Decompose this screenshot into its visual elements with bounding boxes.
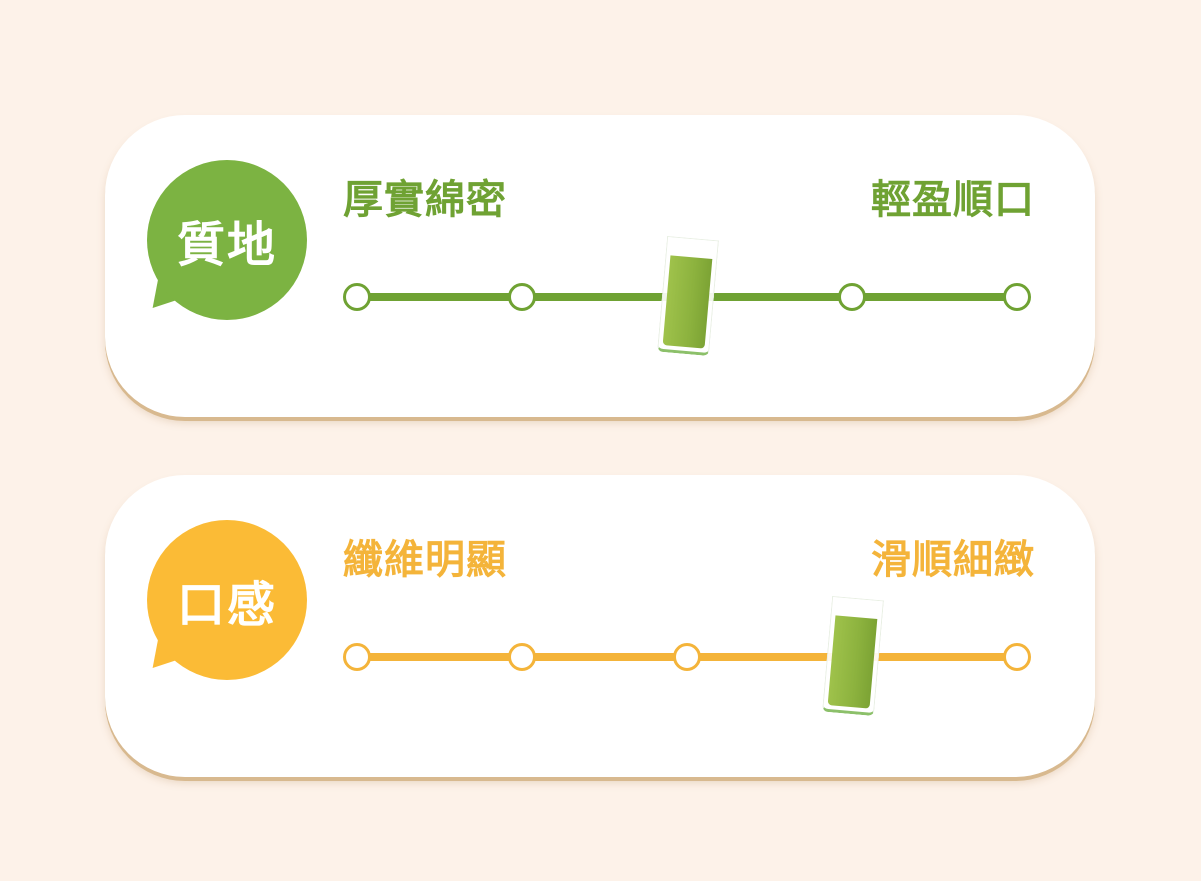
scale-card-2: 口感 纖維明顯 滑順細緻 <box>105 475 1095 777</box>
scale-title: 質地 <box>176 217 277 273</box>
scale-step-node[interactable] <box>343 283 371 311</box>
speech-bubble-title: 口感 <box>147 520 307 680</box>
scale-step-node[interactable] <box>508 643 536 671</box>
left-label: 纖維明顯 <box>343 537 507 583</box>
right-label: 滑順細緻 <box>871 537 1035 583</box>
scale-step-node[interactable] <box>1003 283 1031 311</box>
scale-slider[interactable] <box>343 235 1031 357</box>
scale-slider[interactable] <box>343 595 1031 717</box>
scale-step-node[interactable] <box>838 283 866 311</box>
juice-glass-marker[interactable] <box>822 595 884 717</box>
speech-bubble-title: 質地 <box>147 160 307 320</box>
right-label: 輕盈順口 <box>871 177 1035 223</box>
juice-glass-marker[interactable] <box>657 235 719 357</box>
scale-card-1: 質地 厚實綿密 輕盈順口 <box>105 115 1095 417</box>
juice-fill <box>662 255 713 349</box>
scale-step-node[interactable] <box>508 283 536 311</box>
juice-fill <box>827 615 878 709</box>
scale-title: 口感 <box>176 577 277 633</box>
scale-step-node[interactable] <box>673 643 701 671</box>
scale-step-node[interactable] <box>1003 643 1031 671</box>
left-label: 厚實綿密 <box>343 177 507 223</box>
scale-step-node[interactable] <box>343 643 371 671</box>
